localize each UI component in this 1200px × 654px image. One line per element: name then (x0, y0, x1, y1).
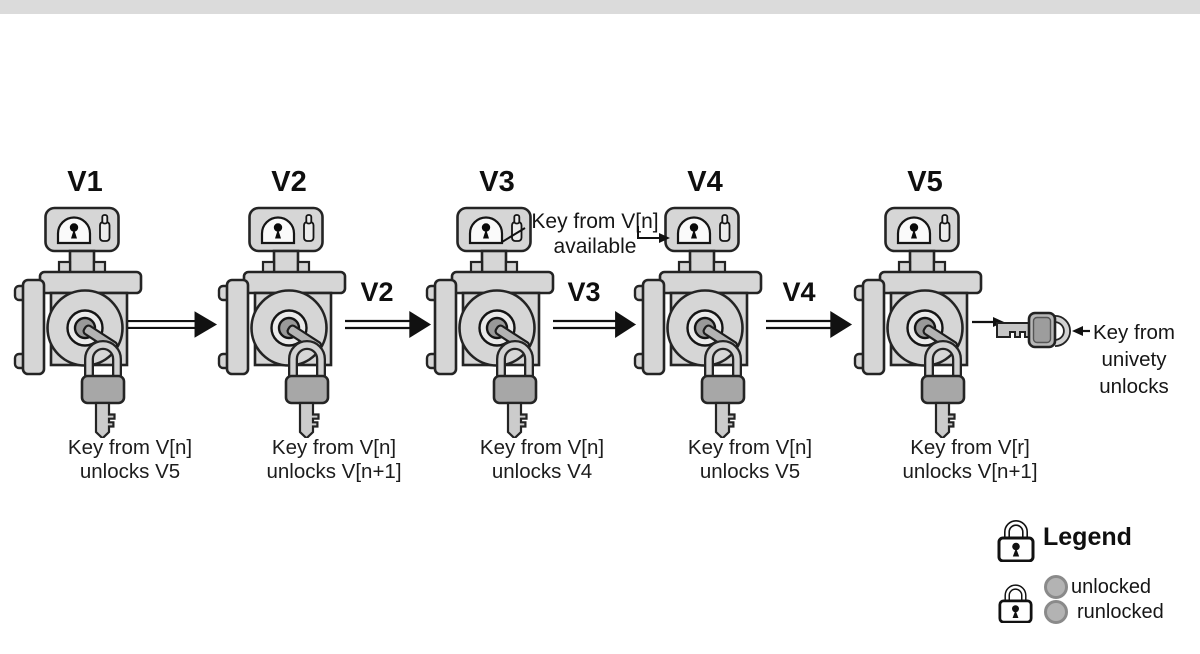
key-available-annotation: Key from V[n] available (531, 210, 659, 258)
runlocked-state-dot (1044, 600, 1068, 624)
valve-unit-v3: V3 Key from V[n] unlocks V4 (422, 166, 604, 483)
top-bar (0, 0, 1200, 14)
legend-item-runlocked: runlocked (1077, 601, 1164, 623)
valve-caption-v1: Key from V[n] unlocks V5 (67, 436, 193, 483)
flow-arrow-label-v3: V3 (567, 277, 601, 307)
flow-arrow-v4-v5 (766, 308, 853, 340)
padlock-icon (996, 512, 1036, 562)
valve-label-v3: V3 (479, 166, 515, 198)
valve-caption-v2: Key from V[n] unlocks V[n+1] (266, 436, 402, 483)
flow-arrow-v3-v4 (553, 308, 637, 340)
valve-label-v5: V5 (907, 166, 943, 198)
flow-arrow-label-v2: V2 (360, 277, 394, 307)
valve-caption-v3: Key from V[n] unlocks V4 (479, 436, 605, 483)
valve-unit-v2: V2 Key from V[n] unlocks V[n+1] (214, 166, 402, 483)
valve-label-v4: V4 (687, 166, 723, 198)
locked-valve-icon (850, 206, 1000, 438)
valve-label-v1: V1 (67, 166, 103, 198)
flow-arrow-v2-v3 (345, 308, 432, 340)
valve-label-v2: V2 (271, 166, 307, 198)
padlock-icon (997, 577, 1034, 623)
legend-title: Legend (1043, 523, 1132, 551)
flow-arrow-v1-v2 (128, 308, 218, 340)
valve-caption-v4: Key from V[n] unlocks V5 (687, 436, 813, 483)
valve-unit-v4: V4 Key from V[n] unlocks V5 (630, 166, 812, 483)
valve-unit-v1: V1 Key from V[n] unlocks V5 (10, 166, 192, 483)
valve-unit-v5: V5 Key from V[r] unlocks V[n+1] (850, 166, 1038, 483)
flow-arrow-label-v4: V4 (782, 277, 816, 307)
external-key-icon (996, 311, 1071, 349)
legend-item-unlocked: unlocked (1071, 576, 1152, 598)
unlocked-state-dot (1044, 575, 1068, 599)
valve-caption-v5: Key from V[r] unlocks V[n+1] (902, 436, 1038, 483)
external-key-note: Key from univety unlocks (1092, 321, 1176, 398)
locked-valve-icon (214, 206, 364, 438)
